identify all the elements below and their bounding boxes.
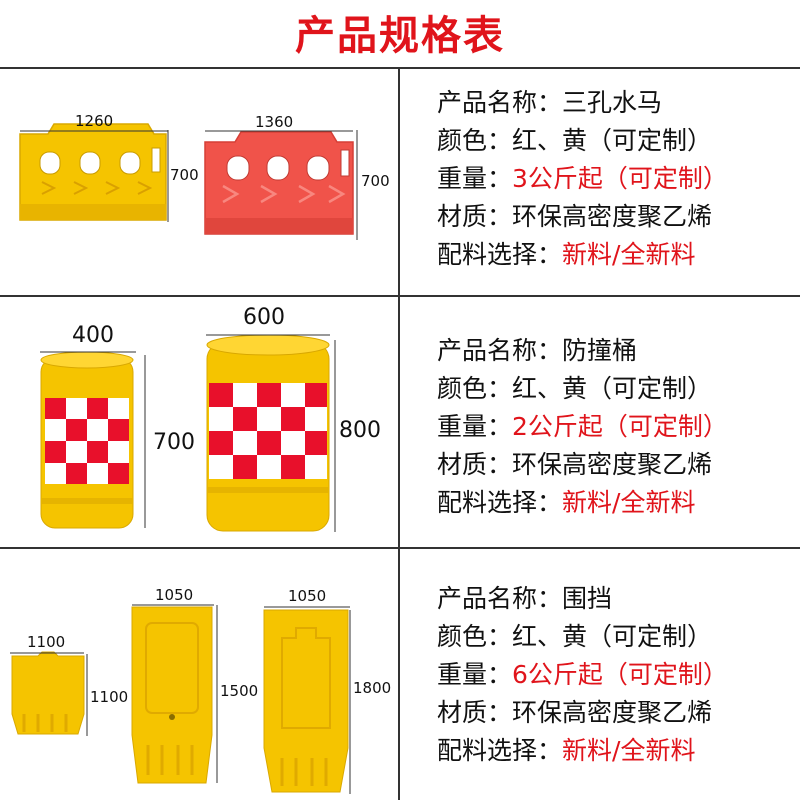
medium-fence-height-label: 1500 bbox=[220, 682, 259, 700]
medium-fence-height-line bbox=[216, 605, 218, 783]
spec-label: 重量： bbox=[437, 164, 513, 193]
spec-label: 颜色： bbox=[437, 622, 513, 651]
small-barrel-width-label: 400 bbox=[72, 323, 114, 348]
spec-label: 颜色： bbox=[437, 374, 513, 403]
spec-label: 重量： bbox=[437, 660, 513, 689]
spec-label: 材质： bbox=[437, 698, 513, 727]
material-value: 环保高密度聚乙烯 bbox=[512, 202, 713, 231]
large-barrel-width-label: 600 bbox=[243, 305, 285, 330]
red-water-barrier-image bbox=[204, 131, 354, 235]
large-fence-width-line bbox=[264, 606, 350, 608]
small-fence-panel-image bbox=[11, 651, 85, 735]
spec-label: 材质： bbox=[437, 450, 513, 479]
small-barrel-height-line bbox=[144, 355, 146, 528]
small-barrel-height-label: 700 bbox=[153, 430, 195, 455]
yellow-barrier-height-line bbox=[167, 130, 169, 222]
spec-label: 产品名称： bbox=[437, 336, 563, 365]
large-fence-panel-image bbox=[263, 609, 349, 793]
large-barrel-height-label: 800 bbox=[339, 418, 381, 443]
large-barrel-width-line bbox=[206, 334, 330, 336]
yellow-barrier-width-label: 1260 bbox=[75, 112, 114, 130]
spec-color: 颜色：红、黄（可定制） bbox=[437, 370, 728, 408]
table-border-top bbox=[0, 67, 800, 69]
row-divider-1 bbox=[0, 295, 800, 297]
spec-name: 产品名称：围挡 bbox=[437, 580, 728, 618]
color-value: 红、黄（可定制） bbox=[512, 622, 713, 651]
spec-list-3: 产品名称：围挡 颜色：红、黄（可定制） 重量：6公斤起（可定制） 材质：环保高密… bbox=[437, 580, 728, 770]
spec-label: 产品名称： bbox=[437, 584, 563, 613]
spec-list-2: 产品名称：防撞桶 颜色：红、黄（可定制） 重量：2公斤起（可定制） 材质：环保高… bbox=[437, 332, 728, 522]
yellow-water-barrier-image bbox=[19, 123, 167, 221]
spec-color: 颜色：红、黄（可定制） bbox=[437, 122, 728, 160]
spec-label: 材质： bbox=[437, 202, 513, 231]
product-name: 防撞桶 bbox=[562, 336, 638, 365]
large-barrel-height-line bbox=[334, 340, 336, 532]
column-divider bbox=[398, 67, 400, 800]
spec-feed: 配料选择：新料/全新料 bbox=[437, 732, 728, 770]
page-title: 产品规格表 bbox=[295, 13, 505, 59]
spec-material: 材质：环保高密度聚乙烯 bbox=[437, 446, 728, 484]
spec-label: 配料选择： bbox=[437, 488, 563, 517]
spec-feed: 配料选择：新料/全新料 bbox=[437, 484, 728, 522]
weight-value: 6公斤起（可定制） bbox=[512, 660, 728, 689]
product-name: 三孔水马 bbox=[562, 88, 663, 117]
red-barrier-height-line bbox=[356, 130, 358, 240]
product-name: 围挡 bbox=[562, 584, 613, 613]
spec-weight: 重量：2公斤起（可定制） bbox=[437, 408, 728, 446]
medium-fence-width-label: 1050 bbox=[155, 586, 194, 604]
material-value: 环保高密度聚乙烯 bbox=[512, 450, 713, 479]
red-barrier-width-line bbox=[205, 130, 353, 132]
large-crash-barrel-image bbox=[206, 334, 330, 532]
feed-value: 新料/全新料 bbox=[562, 488, 696, 517]
yellow-barrier-height-label: 700 bbox=[170, 166, 199, 184]
small-barrel-width-line bbox=[40, 351, 136, 353]
spec-list-1: 产品名称：三孔水马 颜色：红、黄（可定制） 重量：3公斤起（可定制） 材质：环保… bbox=[437, 84, 728, 274]
spec-material: 材质：环保高密度聚乙烯 bbox=[437, 198, 728, 236]
weight-value: 3公斤起（可定制） bbox=[512, 164, 728, 193]
spec-label: 颜色： bbox=[437, 126, 513, 155]
medium-fence-panel-image bbox=[131, 606, 213, 784]
spec-feed: 配料选择：新料/全新料 bbox=[437, 236, 728, 274]
large-fence-height-line bbox=[349, 610, 351, 794]
feed-value: 新料/全新料 bbox=[562, 240, 696, 269]
large-fence-width-label: 1050 bbox=[288, 587, 327, 605]
red-barrier-height-label: 700 bbox=[361, 172, 390, 190]
red-barrier-width-label: 1360 bbox=[255, 113, 294, 131]
spec-weight: 重量：6公斤起（可定制） bbox=[437, 656, 728, 694]
checker-pattern bbox=[209, 383, 327, 479]
small-fence-width-label: 1100 bbox=[27, 633, 66, 651]
small-fence-height-line bbox=[86, 654, 88, 736]
spec-color: 颜色：红、黄（可定制） bbox=[437, 618, 728, 656]
spec-material: 材质：环保高密度聚乙烯 bbox=[437, 694, 728, 732]
feed-value: 新料/全新料 bbox=[562, 736, 696, 765]
spec-name: 产品名称：三孔水马 bbox=[437, 84, 728, 122]
spec-label: 配料选择： bbox=[437, 240, 563, 269]
spec-label: 配料选择： bbox=[437, 736, 563, 765]
spec-label: 重量： bbox=[437, 412, 513, 441]
small-fence-height-label: 1100 bbox=[90, 688, 129, 706]
small-crash-barrel-image bbox=[40, 351, 134, 529]
color-value: 红、黄（可定制） bbox=[512, 126, 713, 155]
weight-value: 2公斤起（可定制） bbox=[512, 412, 728, 441]
spec-weight: 重量：3公斤起（可定制） bbox=[437, 160, 728, 198]
yellow-barrier-width-line bbox=[20, 130, 168, 132]
checker-pattern bbox=[45, 398, 129, 484]
color-value: 红、黄（可定制） bbox=[512, 374, 713, 403]
medium-fence-width-line bbox=[132, 604, 214, 606]
large-fence-height-label: 1800 bbox=[353, 679, 392, 697]
material-value: 环保高密度聚乙烯 bbox=[512, 698, 713, 727]
small-fence-width-line bbox=[10, 652, 84, 654]
spec-name: 产品名称：防撞桶 bbox=[437, 332, 728, 370]
row-divider-2 bbox=[0, 547, 800, 549]
spec-label: 产品名称： bbox=[437, 88, 563, 117]
